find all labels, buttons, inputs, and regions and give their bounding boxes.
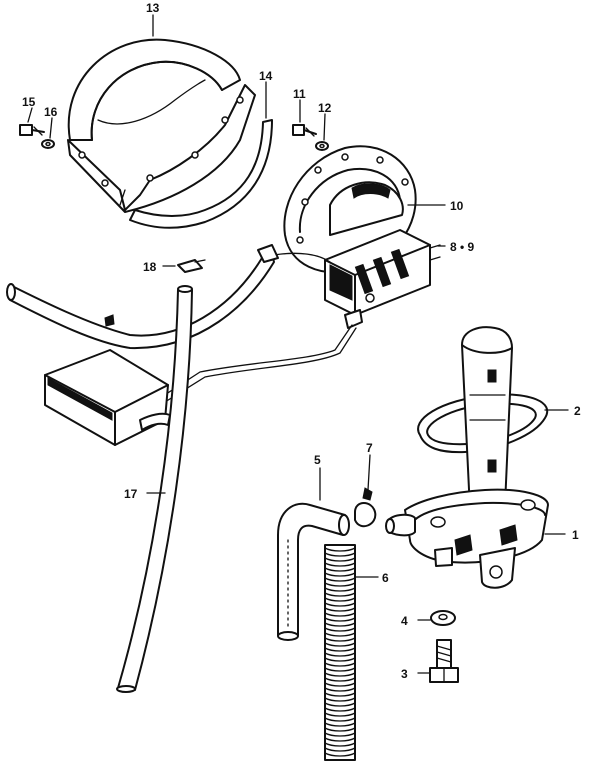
part-11-bolt — [292, 124, 317, 137]
hose-guard-coil — [324, 672, 356, 677]
hose-guard-coil — [324, 712, 356, 717]
callout-5: 5 — [314, 453, 321, 467]
part-18-clamp — [177, 259, 206, 273]
callout-4: 4 — [401, 614, 408, 628]
hose-guard-coil — [324, 547, 356, 552]
hose-guard-coil — [324, 752, 356, 757]
callout-11: 11 — [293, 87, 306, 101]
callout-15: 15 — [22, 95, 36, 109]
hose-guard-coil — [324, 622, 356, 627]
part-7-hose-clip — [354, 487, 377, 528]
hose-guard-coil — [324, 612, 356, 617]
callout-7: 7 — [366, 441, 373, 455]
rubber-cushion-box — [44, 349, 171, 446]
breather-hose — [6, 244, 279, 350]
hose-guard-coil — [324, 587, 356, 592]
hose-guard-coil — [324, 697, 356, 702]
hose-guard-coil — [324, 687, 356, 692]
callout-13: 13 — [146, 1, 160, 15]
hose-guard-coil — [324, 572, 356, 577]
callout-18: 18 — [143, 260, 157, 274]
hose-guard-coil — [324, 657, 356, 662]
part-15-bolt — [19, 124, 45, 136]
part-14-rubber-strip — [129, 119, 273, 229]
hose-guard-coil — [324, 647, 356, 652]
part-17-long-hose — [116, 285, 193, 693]
hose-guard-coil — [324, 677, 356, 682]
hose-guard-coil — [324, 627, 356, 632]
hose-guard-coil — [324, 652, 356, 657]
hose-guard-coil — [324, 632, 356, 637]
hose-guard-coil — [324, 717, 356, 722]
part-5-bent-hose — [277, 502, 350, 641]
hose-guard-coil — [324, 742, 356, 747]
callout-labels: 13 14 15 16 11 12 10 8 • 9 18 2 1 5 7 6 … — [22, 1, 581, 681]
callout-2: 2 — [574, 404, 581, 418]
callout-17: 17 — [124, 487, 138, 501]
callout-8-9: 8 • 9 — [450, 240, 475, 254]
hose-guard-coil — [324, 732, 356, 737]
callout-1: 1 — [572, 528, 579, 542]
hose-guard-coil — [324, 662, 356, 667]
hose-guard-coil — [324, 592, 356, 597]
hose-guard-coil — [324, 557, 356, 562]
hose-guard-coil — [324, 727, 356, 732]
hose-guard-coil — [324, 682, 356, 687]
callout-6: 6 — [382, 571, 389, 585]
part-8-9-sender-unit — [324, 229, 441, 329]
part-12-washer — [315, 141, 329, 151]
hose-guard-coil — [324, 617, 356, 622]
part-13-tank-bracket — [67, 38, 256, 213]
hose-guard-coil — [324, 602, 356, 607]
hose-guard-coil — [324, 607, 356, 612]
hose-guard-coil — [324, 597, 356, 602]
hose-guard-coil — [324, 747, 356, 752]
leader-lines — [27, 14, 569, 674]
callout-12: 12 — [318, 101, 332, 115]
part-4-washer — [430, 610, 456, 626]
callout-3: 3 — [401, 667, 408, 681]
hose-guard-coil — [324, 577, 356, 582]
callout-10: 10 — [450, 199, 464, 213]
hose-guard-coil — [324, 552, 356, 557]
callout-16: 16 — [44, 105, 58, 119]
hose-guard-coil — [324, 692, 356, 697]
hose-guard-coil — [324, 582, 356, 587]
part-6-hose-guard — [324, 544, 356, 761]
hose-guard-coil — [324, 567, 356, 572]
part-16-washer — [41, 139, 55, 149]
part-3-bolt — [429, 639, 459, 683]
hose-guard-coil — [324, 707, 356, 712]
hose-guard-coil — [324, 737, 356, 742]
hose-guard-coil — [324, 667, 356, 672]
hose-guard-coil — [324, 702, 356, 707]
hose-guard-coil — [324, 642, 356, 647]
hose-guard-coil — [324, 562, 356, 567]
callout-14: 14 — [259, 69, 273, 83]
hose-guard-coil — [324, 637, 356, 642]
hose-guard-coil — [324, 722, 356, 727]
part-1-fuel-cock — [385, 326, 549, 589]
